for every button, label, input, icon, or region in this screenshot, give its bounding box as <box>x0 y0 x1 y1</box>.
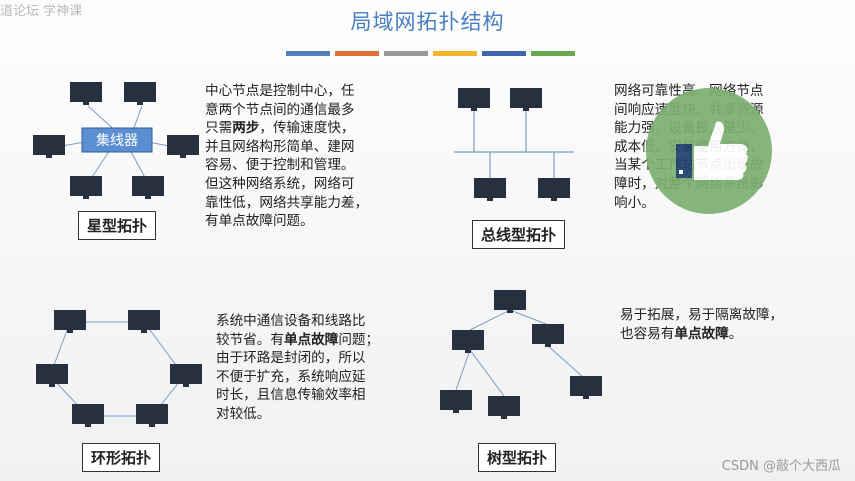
ring-computers <box>36 310 202 427</box>
bus-text-line: 响小。 <box>614 194 655 211</box>
star-text-line: 有单点故障问题。 <box>205 213 314 230</box>
ring-topology-label: 环形拓扑 <box>82 443 161 472</box>
computer-icon <box>70 82 102 105</box>
star-text-line: 意两个节点间的通信最多 <box>205 101 355 118</box>
emphasis-text: 单点故障 <box>674 325 729 342</box>
computer-icon <box>70 176 102 199</box>
ring-text-line: 由于环路是封闭的，所以 <box>216 350 366 367</box>
thumbs-up-badge <box>646 88 772 214</box>
ring-text-line: 时长，且信息传输效率相 <box>216 387 366 404</box>
bus-topology-label: 总线型拓扑 <box>472 220 566 249</box>
computer-icon <box>440 390 472 413</box>
ring-text-line: 对较低。 <box>216 405 271 422</box>
tree-description: 易于拓展，易于隔离故障， 也容易有单点故障。 <box>620 306 835 343</box>
computer-icon <box>452 330 484 353</box>
computer-icon <box>124 82 156 105</box>
computer-icon <box>132 176 164 199</box>
title-stripe <box>384 51 428 56</box>
watermark: 道论坛 学神课 <box>0 4 83 19</box>
computer-icon <box>167 135 199 158</box>
computer-icon <box>72 404 104 427</box>
title-underline-stripes <box>286 41 580 56</box>
tree-text-line: 也容易有单点故障。 <box>620 325 743 342</box>
ring-description: 系统中通信设备和线路比较节省。有单点故障问题； 由于环路是封闭的，所以不便于扩充，… <box>216 312 436 424</box>
star-text-line: 并且网络构形简单、建网 <box>205 138 355 155</box>
computer-icon <box>532 324 564 347</box>
computer-icon <box>36 364 68 387</box>
star-description: 中心节点是控制中心，任意两个节点间的通信最多只需两步，传输速度快，并且网络构形简… <box>205 82 425 231</box>
computer-icon <box>54 310 86 333</box>
star-text-line: 但这种网络系统，网络可 <box>205 175 355 192</box>
ring-topology-diagram <box>36 310 202 427</box>
ring-text-line: 较节省。有单点故障问题； <box>216 331 380 348</box>
star-text-line: 靠性低，网络共享能力差， <box>205 194 369 211</box>
bus-computers <box>458 88 570 201</box>
hub-label: 集线器 <box>96 132 138 149</box>
star-text-line: 中心节点是控制中心，任 <box>205 83 355 99</box>
ring-text-line: 不便于扩充，系统响应延 <box>216 368 366 385</box>
computer-icon <box>474 178 506 201</box>
star-text-line: 容易、便于控制和管理。 <box>205 157 355 174</box>
page-title: 局域网拓扑结构 <box>350 10 505 34</box>
tree-text-line: 易于拓展，易于隔离故障， <box>620 307 784 323</box>
star-topology-label: 星型拓扑 <box>78 211 157 240</box>
title-stripe <box>286 51 330 56</box>
title-stripe <box>482 51 526 56</box>
computer-icon <box>458 88 490 111</box>
ring-text-line: 系统中通信设备和线路比 <box>216 313 366 329</box>
computer-icon <box>488 396 520 419</box>
hub-box <box>81 127 153 153</box>
tree-topology-diagram <box>440 290 602 419</box>
thumbs-up-icon <box>676 121 748 180</box>
bus-topology-diagram <box>454 88 574 201</box>
computer-icon <box>494 290 526 313</box>
computer-icon <box>538 178 570 201</box>
title-stripe <box>335 51 379 56</box>
tree-computers <box>440 290 602 419</box>
star-topology-diagram: 集线器 <box>33 82 199 199</box>
computer-icon <box>136 404 168 427</box>
computer-icon <box>128 310 160 333</box>
title-stripe <box>433 51 477 56</box>
emphasis-text: 单点故障 <box>283 331 339 348</box>
author-credit: CSDN @敲个大西瓜 <box>721 459 841 474</box>
computer-icon <box>170 364 202 387</box>
tree-topology-label: 树型拓扑 <box>478 443 557 472</box>
star-text-line: 只需两步，传输速度快， <box>205 120 355 137</box>
computer-icon <box>510 88 542 111</box>
emphasis-text: 两步 <box>232 120 260 137</box>
star-computers <box>33 82 199 199</box>
title-stripe <box>531 51 575 56</box>
computer-icon <box>33 135 65 158</box>
computer-icon <box>570 376 602 399</box>
